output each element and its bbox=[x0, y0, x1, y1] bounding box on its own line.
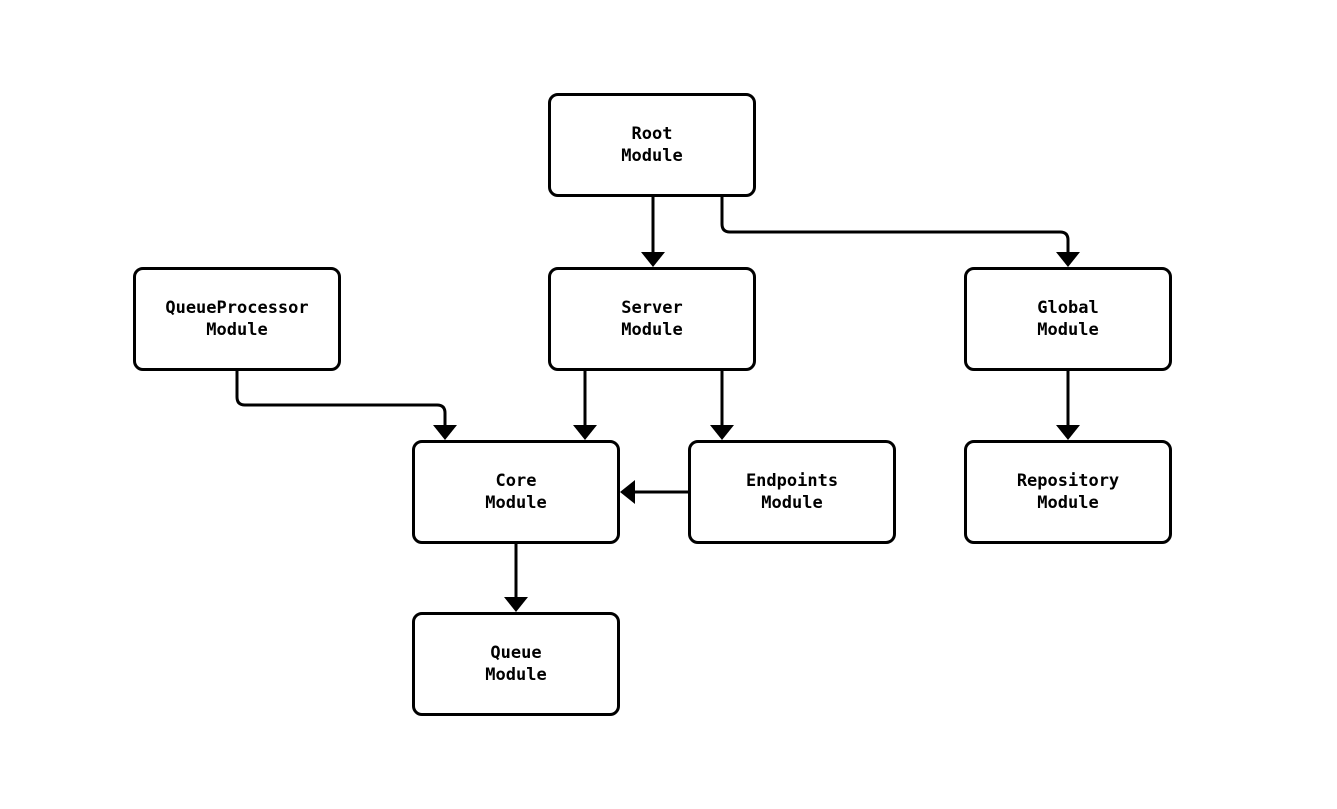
node-queueprocessor-module: QueueProcessor Module bbox=[133, 267, 341, 371]
node-root-module: Root Module bbox=[548, 93, 756, 197]
edge-server-core bbox=[573, 371, 597, 440]
node-endpoints-module-label: Endpoints Module bbox=[745, 471, 839, 513]
node-root-module-label: Root Module bbox=[621, 124, 683, 166]
arrowhead-left-icon bbox=[620, 480, 635, 504]
node-repository-module: Repository Module bbox=[964, 440, 1172, 544]
arrowhead-down-icon bbox=[1056, 425, 1080, 440]
edge-queueprocessor-core bbox=[235, 371, 457, 440]
node-global-module-label: Global Module bbox=[1037, 298, 1099, 340]
edge-global-repository bbox=[1056, 371, 1080, 440]
edge-server-endpoints bbox=[710, 371, 734, 440]
edge-endpoints-core bbox=[620, 480, 688, 504]
edge-root-server bbox=[641, 197, 665, 267]
arrowhead-down-icon bbox=[710, 425, 734, 440]
edge-root-global bbox=[720, 197, 1080, 267]
arrowhead-down-icon bbox=[1056, 252, 1080, 267]
node-queue-module: Queue Module bbox=[412, 612, 620, 716]
arrowhead-down-icon bbox=[433, 425, 457, 440]
arrowhead-down-icon bbox=[573, 425, 597, 440]
arrowhead-down-icon bbox=[504, 597, 528, 612]
node-server-module: Server Module bbox=[548, 267, 756, 371]
node-server-module-label: Server Module bbox=[621, 298, 683, 340]
node-queueprocessor-module-label: QueueProcessor Module bbox=[165, 298, 309, 340]
node-endpoints-module: Endpoints Module bbox=[688, 440, 896, 544]
node-core-module-label: Core Module bbox=[485, 471, 547, 513]
node-queue-module-label: Queue Module bbox=[485, 643, 547, 685]
node-repository-module-label: Repository Module bbox=[1016, 471, 1120, 513]
node-core-module: Core Module bbox=[412, 440, 620, 544]
edge-core-queue bbox=[504, 544, 528, 612]
arrowhead-down-icon bbox=[641, 252, 665, 267]
node-global-module: Global Module bbox=[964, 267, 1172, 371]
